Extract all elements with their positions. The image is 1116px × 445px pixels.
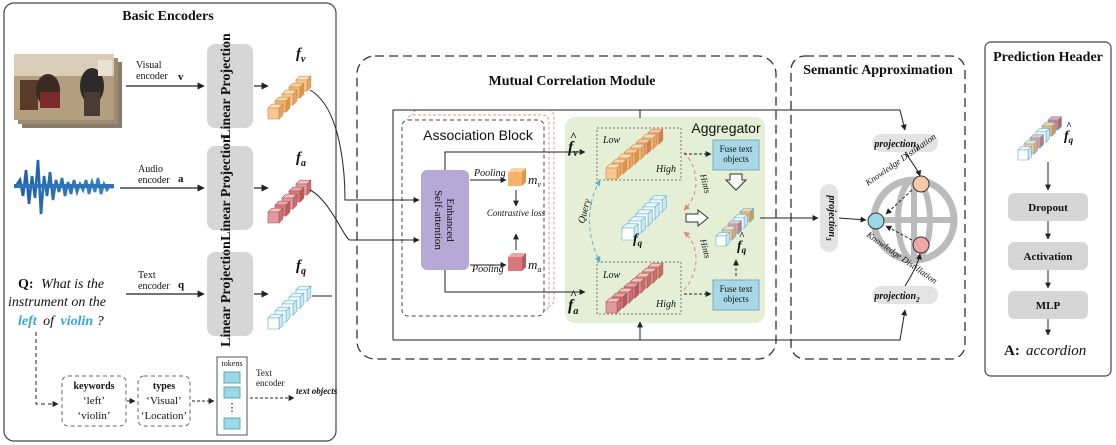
svg-text:MLP: MLP — [1036, 300, 1061, 312]
svg-text:Dropout: Dropout — [1028, 202, 1068, 214]
fq-hat-cubes — [715, 207, 755, 247]
projection2-pill: projection2 — [872, 286, 938, 304]
svg-text:‘violin’: ‘violin’ — [78, 410, 111, 422]
low-bottom-label: Low — [602, 270, 621, 281]
svg-text:Linear Projection: Linear Projection — [219, 241, 234, 347]
dropout-box: Dropout — [1008, 193, 1088, 221]
svg-text:⋮: ⋮ — [227, 402, 238, 414]
svg-text:projection3: projection3 — [824, 194, 837, 241]
fq-label: fq — [296, 258, 306, 277]
basic-encoders-title: Basic Encoders — [122, 9, 214, 24]
svg-text:^: ^ — [1066, 121, 1072, 132]
high-top-label: High — [655, 164, 676, 175]
svg-text:left of violin: left of violin ? — [18, 314, 104, 329]
question-end: ? — [97, 314, 104, 329]
answer-prefix: A: — [1004, 343, 1020, 359]
fa-hat-cubes — [605, 262, 664, 314]
a-symbol: a — [178, 173, 184, 185]
fv-hat-cubes — [605, 128, 664, 180]
basic-encoders-panel: Basic Encoders Q: What is the instrum — [3, 2, 338, 442]
fv-feature-cubes — [267, 75, 312, 120]
svg-text:types: types — [153, 381, 175, 392]
fq-center-cubes — [621, 195, 667, 241]
svg-text:‘Visual’: ‘Visual’ — [146, 395, 181, 407]
mv-label: mv — [528, 172, 541, 189]
ma-cube — [508, 253, 526, 271]
mv-cube — [508, 168, 526, 186]
enhanced-self-attention-box: EnhancedSelf-attention — [421, 170, 469, 270]
ma-label: ma — [528, 257, 541, 274]
tokens-box: tokens ⋮ — [216, 356, 248, 436]
semantic-approximation-title: Semantic Approximation — [803, 63, 953, 78]
q-symbol: q — [178, 279, 185, 291]
svg-text:Activation: Activation — [1024, 251, 1073, 263]
svg-text:tokens: tokens — [222, 359, 243, 368]
fq-feature-cubes — [267, 285, 312, 330]
fa-feature-cubes — [267, 179, 312, 224]
question-text: Q: What is the instrument on the left of… — [8, 277, 106, 329]
types-box: types ‘Visual’ ‘Location’ — [137, 375, 191, 427]
pred-fq-hat-label: fq — [1064, 129, 1074, 145]
fq-hat-prediction-cubes — [1017, 115, 1063, 161]
pooling-top-label: Pooling — [473, 168, 506, 179]
question-line2: instrument on the — [8, 295, 106, 310]
fv-label: fv — [296, 46, 306, 65]
semantic-approximation-panel: Semantic Approximation projection1 proje… — [790, 55, 966, 360]
svg-text:Linear Projection: Linear Projection — [219, 135, 234, 241]
svg-text:Linear Projection: Linear Projection — [219, 33, 234, 139]
aggregator-title: Aggregator — [691, 120, 761, 136]
question-word-of: of — [43, 314, 56, 329]
audio-waveform-image — [14, 159, 114, 215]
mutual-correlation-title: Mutual Correlation Module — [489, 74, 656, 89]
question-prefix: Q: — [18, 277, 34, 292]
fq-hat-label: fq — [737, 239, 747, 255]
svg-text:EnhancedSelf-attention: EnhancedSelf-attention — [432, 190, 456, 250]
linear-projection-text: Linear Projection — [207, 241, 253, 347]
activation-box: Activation — [1008, 242, 1088, 270]
pooling-bottom-label: Pooling — [471, 264, 504, 275]
fq-center-label: fq — [633, 232, 643, 248]
answer-text: accordion — [1026, 343, 1086, 359]
svg-text:^: ^ — [570, 129, 577, 143]
v-symbol: v — [178, 71, 184, 83]
svg-text:Q: What is the: Q: What is the — [18, 277, 104, 292]
fv-hat-label: fv — [568, 139, 578, 159]
projection1-pill: projection1 — [872, 134, 938, 152]
svg-text:‘left’: ‘left’ — [83, 395, 105, 407]
question-word-violin: violin — [61, 314, 94, 329]
video-frames-image — [14, 54, 122, 128]
linear-projection-visual: Linear Projection — [207, 33, 253, 139]
keywords-box: keywords ‘left’ ‘violin’ — [61, 375, 127, 427]
association-block-title: Association Block — [423, 127, 534, 143]
question-line1: What is the — [41, 277, 104, 292]
svg-text:projection1: projection1 — [873, 139, 919, 152]
svg-text:projection2: projection2 — [873, 291, 920, 304]
text-objects-label: text objects — [296, 386, 338, 396]
prediction-header-title: Prediction Header — [993, 50, 1103, 65]
high-bottom-label: High — [655, 299, 676, 310]
svg-text:^: ^ — [739, 231, 745, 242]
mlp-box: MLP — [1008, 291, 1088, 319]
question-word-left: left — [18, 314, 38, 329]
prediction-header-panel: Prediction Header fq ^ Dropout Activatio… — [984, 41, 1112, 377]
fa-hat-label: fa — [568, 297, 578, 317]
svg-text:^: ^ — [570, 287, 577, 301]
linear-projection-audio: Linear Projection — [207, 135, 253, 241]
projection3-pill: projection3 — [820, 184, 838, 252]
low-top-label: Low — [602, 135, 621, 146]
fa-label: fa — [296, 150, 306, 169]
contrastive-loss-label: Contrastive loss — [487, 208, 546, 218]
svg-text:keywords: keywords — [73, 381, 114, 392]
mutual-correlation-panel: Mutual Correlation Module Association Bl… — [309, 55, 908, 360]
svg-text:‘Location’: ‘Location’ — [141, 410, 187, 422]
